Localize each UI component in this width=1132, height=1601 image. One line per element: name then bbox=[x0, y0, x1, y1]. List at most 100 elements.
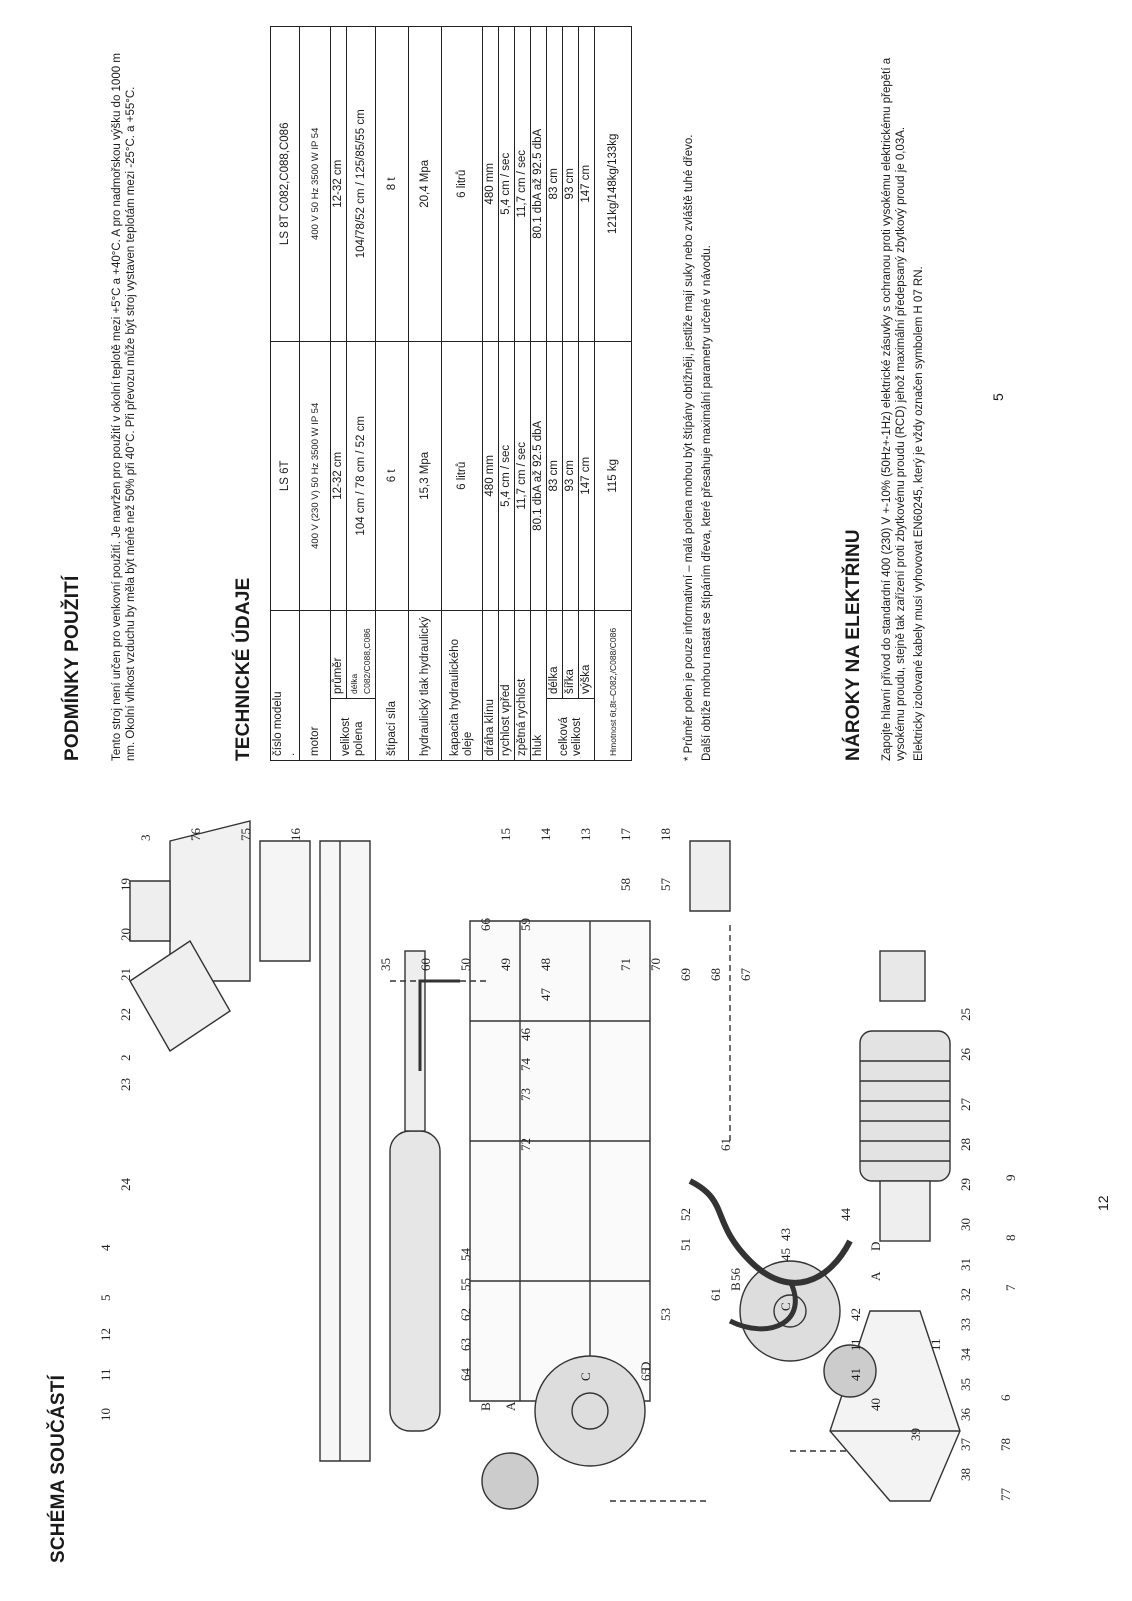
table-row: kapacita hydraulického oleje 6 litrů 6 l… bbox=[441, 26, 483, 761]
callout-label: 43 bbox=[778, 1228, 793, 1241]
callout-label: 52 bbox=[678, 1208, 693, 1221]
connector-letter: A bbox=[868, 1271, 883, 1281]
spec-cell: 104 cm / 78 cm / 52 cm bbox=[346, 341, 376, 611]
connector-letter: B bbox=[478, 1402, 493, 1411]
callout-label: 27 bbox=[958, 1098, 973, 1112]
table-row: rychlost vpřed 5,4 cm / sec 5,4 cm / sec bbox=[498, 26, 515, 761]
table-row: délka C082/C088,C086 104 cm / 78 cm / 52… bbox=[346, 26, 376, 761]
spec-cell: 83 cm bbox=[546, 26, 563, 342]
callout-label: 45 bbox=[778, 1248, 793, 1261]
callout-label: 11 bbox=[928, 1338, 943, 1351]
callout-label: 2 bbox=[118, 1055, 133, 1062]
callout-label: 61 bbox=[718, 1138, 733, 1151]
spec-cell: číslo modelu. bbox=[270, 610, 300, 761]
callout-label: 29 bbox=[958, 1178, 973, 1191]
callout-label: 11 bbox=[98, 1368, 113, 1381]
callout-label: 33 bbox=[958, 1318, 973, 1331]
machine-drawing bbox=[129, 820, 961, 1510]
callout-label: 63 bbox=[458, 1338, 473, 1351]
spec-cell: celková velikost bbox=[546, 698, 595, 761]
spec-cell: 104/78/52 cm / 125/85/55 cm bbox=[346, 26, 376, 342]
callout-label: 11 bbox=[848, 1338, 863, 1351]
spec-cell: velikost polena bbox=[330, 698, 376, 761]
callout-label: 6 bbox=[998, 1394, 1013, 1401]
spec-cell: délka C082/C088,C086 bbox=[346, 610, 376, 699]
callout-label: 77 bbox=[998, 1488, 1013, 1502]
spec-cell: štípací síla bbox=[375, 610, 409, 761]
callout-label: 60 bbox=[418, 958, 433, 971]
callout-label: 56 bbox=[728, 1268, 743, 1282]
spec-cell: Hmotnost 6t,8t–C082,/C088/C086 bbox=[594, 610, 632, 761]
spec-cell: 80.1 dbA až 92.5 dbA bbox=[530, 341, 547, 611]
spec-cell: 6 litrů bbox=[441, 26, 483, 342]
callout-label: 23 bbox=[118, 1078, 133, 1091]
callout-label: 35 bbox=[958, 1378, 973, 1391]
callout-label: 51 bbox=[678, 1238, 693, 1251]
table-row: zpětná rychlost 11,7 cm / sec 11,7 cm / … bbox=[514, 26, 531, 761]
spec-cell: LS 8T C082,C088,C086 bbox=[270, 26, 300, 342]
callout-label: 40 bbox=[868, 1398, 883, 1411]
spec-cell: 93 cm bbox=[562, 26, 579, 342]
callout-label: 30 bbox=[958, 1218, 973, 1231]
spec-cell: 115 kg bbox=[594, 341, 632, 611]
connector-letters: B A C D B C D A bbox=[478, 1242, 883, 1411]
callout-label: 49 bbox=[498, 958, 513, 971]
callout-label: 16 bbox=[288, 828, 303, 842]
callout-label: 64 bbox=[458, 1368, 473, 1382]
spec-cell: 11,7 cm / sec bbox=[514, 341, 531, 611]
spec-cell: 480 mm bbox=[482, 341, 499, 611]
spec-cell: hydraulický tlak hydraulický bbox=[408, 610, 442, 761]
callout-label: 73 bbox=[518, 1088, 533, 1101]
spec-cell: 147 cm bbox=[578, 26, 595, 342]
table-row: dráha klínu 480 mm 480 mm bbox=[482, 26, 499, 761]
spec-cell: motor bbox=[299, 610, 331, 761]
callout-label: 62 bbox=[458, 1308, 473, 1321]
callout-label: 55 bbox=[458, 1278, 473, 1291]
callout-label: 70 bbox=[648, 958, 663, 971]
callout-label: 78 bbox=[998, 1438, 1013, 1451]
spec-cell: 12-32 cm bbox=[330, 26, 347, 342]
callout-label: 54 bbox=[458, 1248, 473, 1262]
callout-label: 19 bbox=[118, 878, 133, 891]
connector-letter: C bbox=[578, 1372, 593, 1381]
spec-cell: LS 6T bbox=[270, 341, 300, 611]
spec-label: . bbox=[285, 752, 297, 756]
callout-label: 37 bbox=[958, 1438, 973, 1452]
spec-cell: 147 cm bbox=[578, 341, 595, 611]
table-row: velikost polena průměr 12-32 cm 12-32 cm bbox=[330, 26, 376, 761]
callout-label: 69 bbox=[678, 968, 693, 981]
tech-notes: * Průměr polen je pouze informativní – m… bbox=[682, 41, 718, 761]
callout-label: 57 bbox=[658, 878, 673, 892]
callout-label: 53 bbox=[658, 1308, 673, 1321]
callout-label: 66 bbox=[478, 918, 493, 932]
spec-cell: rychlost vpřed bbox=[498, 610, 515, 761]
spec-cell: 15,3 Mpa bbox=[408, 341, 442, 611]
tech-title: TECHNICKÉ ÚDAJE bbox=[233, 577, 254, 761]
callout-label: 41 bbox=[848, 1368, 863, 1381]
callout-label: 72 bbox=[518, 1138, 533, 1151]
table-row: motor 400 V (230 V) 50 Hz 3500 W IP 54 4… bbox=[299, 26, 331, 761]
callout-label: 10 bbox=[98, 1408, 113, 1421]
callout-label: 15 bbox=[498, 828, 513, 841]
left-page: SCHÉMA SOUČÁSTÍ bbox=[0, 801, 1132, 1601]
callout-label: 50 bbox=[458, 958, 473, 971]
spec-cell: 6 t bbox=[375, 341, 409, 611]
power-text: Zapojte hlavní přívod do standardní 400 … bbox=[880, 41, 930, 761]
callout-label: 74 bbox=[518, 1058, 533, 1072]
callout-label: 24 bbox=[118, 1178, 133, 1192]
callout-label: 31 bbox=[958, 1258, 973, 1271]
table-row: číslo modelu. LS 6T LS 8T C082,C088,C086 bbox=[270, 26, 300, 761]
connector-letter: C bbox=[778, 1302, 793, 1311]
callout-label: 59 bbox=[518, 918, 533, 931]
callout-label: 46 bbox=[518, 1028, 533, 1042]
callout-label: 7 bbox=[1003, 1284, 1018, 1291]
callout-label: 67 bbox=[738, 968, 753, 982]
callout-label: 35 bbox=[378, 958, 393, 971]
connector-letter: D bbox=[638, 1362, 653, 1371]
spec-cell: 80.1 dbA až 92.5 dbA bbox=[530, 26, 547, 342]
callout-label: 12 bbox=[98, 1328, 113, 1341]
spec-cell: 8 t bbox=[375, 26, 409, 342]
spec-cell: 5,4 cm / sec bbox=[498, 341, 515, 611]
callout-label: 20 bbox=[118, 928, 133, 941]
callout-label: 65 bbox=[638, 1368, 653, 1381]
